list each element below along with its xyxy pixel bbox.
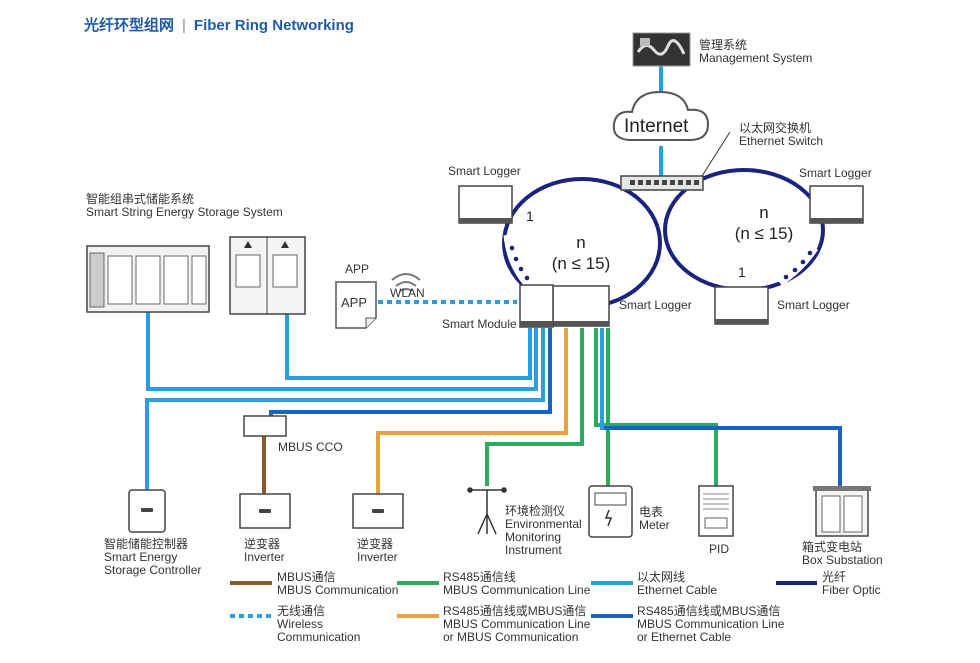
cloud-icon — [612, 90, 710, 141]
app-icon-text: APP — [341, 295, 368, 310]
cable-cabinet-module — [285, 314, 532, 380]
cable-inverter2 — [376, 328, 568, 494]
internet-label: Internet — [624, 116, 689, 137]
logger-label-center: Smart Logger — [619, 298, 692, 312]
logger-label-top-left: Smart Logger — [448, 164, 521, 178]
logger-icon — [809, 185, 864, 224]
ring-right-count: n(n ≤ 15) — [734, 203, 794, 243]
pid-icon — [698, 485, 734, 537]
mbus-cco-icon — [243, 415, 287, 437]
ring-left-count: n(n ≤ 15) — [551, 233, 611, 273]
cable-controller — [145, 328, 545, 492]
logger-icon — [552, 285, 610, 327]
ring-left-index: 1 — [526, 208, 534, 224]
legend-swatches — [230, 581, 817, 618]
cable-container-module — [146, 312, 538, 391]
logger-label-bottom-right: Smart Logger — [777, 298, 850, 312]
app-label: APP — [345, 262, 370, 276]
ring-dots-left — [509, 245, 530, 281]
inverter-icon — [352, 493, 404, 529]
weather-station-icon — [467, 487, 507, 535]
logger-icon — [714, 286, 769, 325]
container-icon — [86, 245, 210, 313]
logger-icon — [458, 185, 513, 224]
switch-leader — [701, 131, 731, 177]
monitor-icon — [632, 32, 691, 67]
page-title: 光纤环型组网|Fiber Ring Networking — [84, 17, 354, 34]
inverter-icon — [239, 493, 291, 529]
app-icon — [335, 281, 377, 329]
ring-dots-right — [783, 250, 813, 280]
smart-module-label: Smart Module — [442, 317, 517, 331]
smart-module-icon — [519, 284, 554, 328]
mbus-cco-label: MBUS CCO — [278, 440, 343, 454]
cable-env — [485, 328, 584, 486]
cable-substation — [600, 328, 842, 488]
cabinet-icon — [229, 236, 306, 315]
wlan-label: WLAN — [390, 286, 425, 300]
substation-icon — [813, 486, 871, 537]
cable-pid — [594, 328, 718, 486]
wifi-icon — [391, 273, 421, 292]
switch-icon — [620, 175, 704, 191]
controller-icon — [128, 489, 166, 533]
title-en: Fiber Ring Networking — [193, 17, 354, 34]
logger-label-top-right: Smart Logger — [799, 166, 872, 180]
pid-label: PID — [709, 542, 730, 556]
ring-right-index: 1 — [738, 264, 746, 280]
meter-icon — [588, 485, 633, 538]
title-cn: 光纤环型组网 — [84, 17, 175, 34]
